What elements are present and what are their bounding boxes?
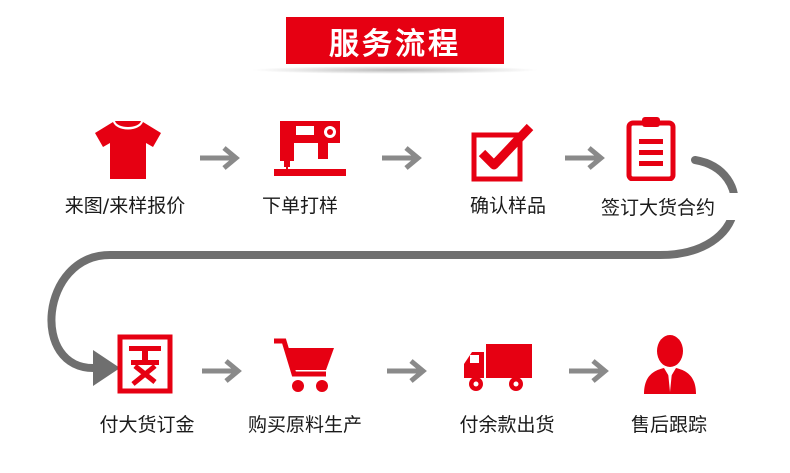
user-service-icon bbox=[644, 335, 696, 394]
arrow-right-icon bbox=[565, 146, 605, 170]
delivery-truck-icon bbox=[464, 344, 532, 391]
step-label: 确认样品 bbox=[423, 191, 593, 218]
step-label: 付大货订金 bbox=[62, 410, 232, 437]
arrow-right-icon bbox=[202, 359, 242, 383]
title-shadow bbox=[250, 66, 540, 74]
arrow-right-icon bbox=[569, 359, 609, 383]
page-title: 服务流程 bbox=[286, 17, 504, 64]
checkbox-icon bbox=[471, 123, 534, 182]
sewing-machine-icon bbox=[274, 121, 346, 176]
tshirt-icon bbox=[95, 121, 161, 179]
step-label: 购买原料生产 bbox=[220, 410, 390, 437]
step-label: 付余款出货 bbox=[422, 410, 592, 437]
step-label: 来图/来样报价 bbox=[40, 191, 210, 218]
arrow-right-icon bbox=[387, 359, 427, 383]
step-label: 下单打样 bbox=[215, 191, 385, 218]
step-label: 售后跟踪 bbox=[584, 410, 754, 437]
arrow-right-icon bbox=[200, 146, 240, 170]
arrow-right-icon bbox=[382, 146, 422, 170]
step-label: 签订大货合约 bbox=[573, 193, 743, 220]
shopping-cart-icon bbox=[274, 338, 334, 392]
deposit-icon bbox=[117, 334, 173, 394]
clipboard-icon bbox=[626, 117, 676, 181]
